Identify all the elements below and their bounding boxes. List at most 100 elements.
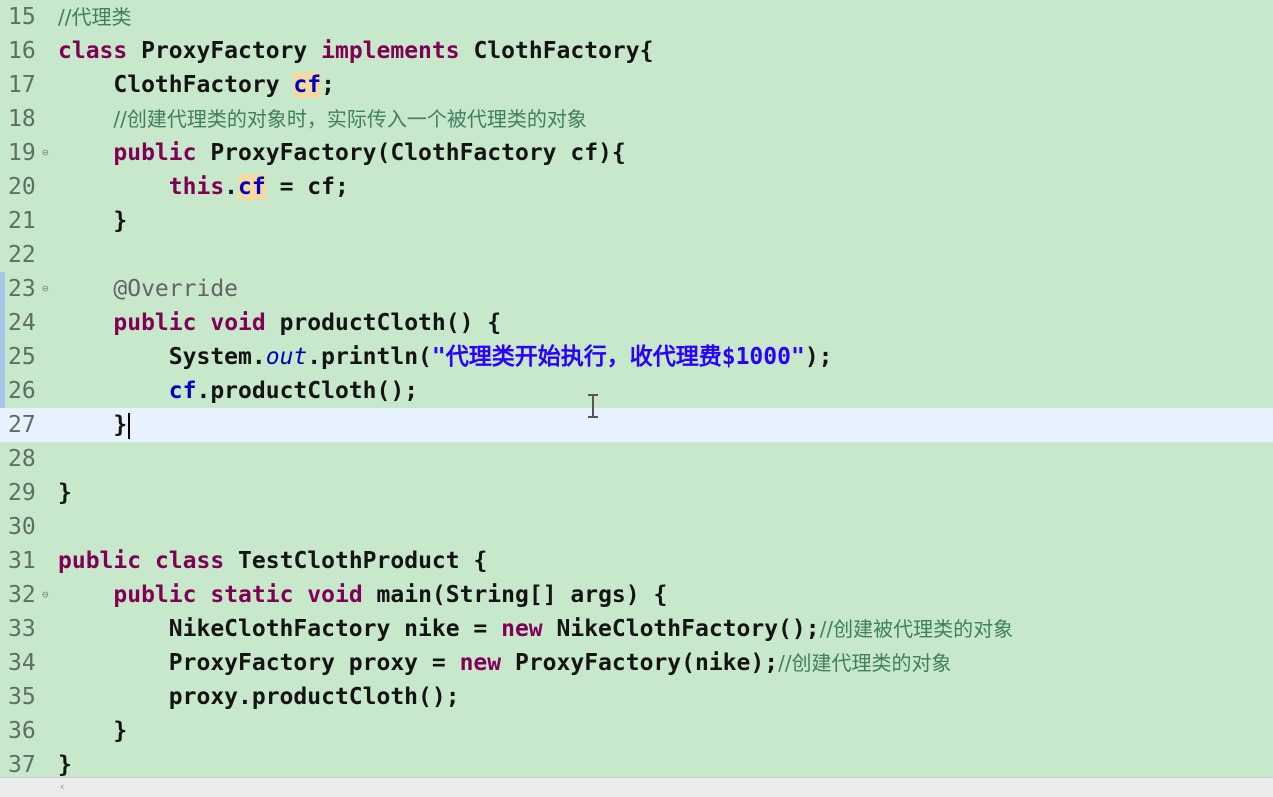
line-number: 35: [8, 684, 36, 710]
line-number: 15: [8, 4, 36, 30]
code-token: out: [265, 344, 308, 370]
line-number: 22: [8, 242, 36, 268]
code-token: implements: [321, 38, 460, 64]
code-token: productCloth() {: [265, 310, 502, 336]
code-token: [141, 548, 155, 574]
code-token: cf: [238, 174, 266, 200]
code-text: public void productCloth() {: [58, 306, 501, 340]
code-token: NikeClothFactory();: [542, 616, 820, 642]
code-line[interactable]: 28: [0, 442, 1273, 476]
code-line[interactable]: 32 ⊖ public static void main(String[] arg…: [0, 578, 1273, 612]
fold-gutter: [42, 442, 54, 476]
code-token: //创建代理类的对象时，实际传入一个被代理类的对象: [113, 107, 587, 131]
fold-toggle-icon[interactable]: ⊖: [42, 588, 49, 601]
code-line[interactable]: 35 proxy.productCloth();: [0, 680, 1273, 714]
code-token: = cf;: [265, 174, 349, 200]
ruler-marker: [0, 272, 5, 306]
fold-gutter: [42, 544, 54, 578]
code-token: cf: [168, 378, 197, 404]
fold-gutter: [42, 238, 54, 272]
fold-toggle-icon[interactable]: ⊖: [42, 146, 49, 159]
code-line[interactable]: 25 System.out.println("代理类开始执行，收代理费$1000…: [0, 340, 1273, 374]
code-line[interactable]: 23⊖ @Override: [0, 272, 1273, 306]
code-line[interactable]: 18 //创建代理类的对象时，实际传入一个被代理类的对象: [0, 102, 1273, 136]
code-token: .: [224, 174, 239, 200]
code-text: @Override: [58, 272, 238, 306]
code-text: NikeClothFactory nike = new NikeClothFac…: [58, 612, 1013, 646]
code-token: .println(: [307, 344, 432, 370]
code-line[interactable]: 33 NikeClothFactory nike = new NikeCloth…: [0, 612, 1273, 646]
code-token: [293, 582, 307, 608]
fold-gutter: [42, 340, 54, 374]
code-text: }: [58, 748, 72, 782]
code-line[interactable]: 37}: [0, 748, 1273, 782]
line-number: 20: [8, 174, 36, 200]
code-token: ;: [321, 72, 335, 98]
code-token: ClothFactory: [58, 72, 294, 98]
code-token: new: [501, 616, 543, 642]
code-line[interactable]: 24 public void productCloth() {: [0, 306, 1273, 340]
code-token: [58, 174, 169, 200]
line-number: 27: [8, 412, 36, 438]
code-token: static: [210, 582, 294, 608]
code-token: "代理类开始执行，收代理费$1000": [431, 344, 805, 370]
line-number: 25: [8, 344, 36, 370]
code-token: [58, 310, 113, 336]
line-number: 32: [8, 582, 36, 608]
code-token: ProxyFactory: [127, 38, 322, 64]
code-line[interactable]: 20 this.cf = cf;: [0, 170, 1273, 204]
line-number: 28: [8, 446, 36, 472]
code-token: [58, 378, 169, 404]
fold-gutter: [42, 306, 54, 340]
code-line[interactable]: 15 //代理类: [0, 0, 1273, 34]
code-text: }: [58, 204, 127, 238]
code-token: }: [58, 208, 128, 234]
code-text: public class TestClothProduct {: [58, 544, 487, 578]
line-number: 26: [8, 378, 36, 404]
code-line[interactable]: 36 }: [0, 714, 1273, 748]
code-line[interactable]: 17 ClothFactory cf;: [0, 68, 1273, 102]
code-line[interactable]: 30: [0, 510, 1273, 544]
code-text: public static void main(String[] args) {: [58, 578, 667, 612]
code-token: class: [154, 548, 225, 574]
code-token: public: [58, 548, 142, 574]
code-line[interactable]: 34 ProxyFactory proxy = new ProxyFactory…: [0, 646, 1273, 680]
code-token: //代理类: [58, 5, 132, 29]
code-token: ProxyFactory(ClothFactory cf){: [196, 140, 626, 166]
code-token: proxy.productCloth();: [58, 684, 460, 710]
fold-gutter: [42, 612, 54, 646]
line-number: 34: [8, 650, 36, 676]
code-token: NikeClothFactory nike =: [58, 616, 502, 642]
code-line[interactable]: 27 }: [0, 408, 1273, 442]
code-token: public: [113, 582, 197, 608]
ruler-marker: [0, 306, 5, 408]
code-token: ProxyFactory(nike);: [501, 650, 779, 676]
code-text: public ProxyFactory(ClothFactory cf){: [58, 136, 626, 170]
fold-gutter: [42, 68, 54, 102]
code-text: }: [58, 476, 72, 510]
horizontal-scrollbar[interactable]: ‹: [0, 777, 1273, 797]
code-text: proxy.productCloth();: [58, 680, 460, 714]
code-line[interactable]: 21 }: [0, 204, 1273, 238]
fold-gutter: [42, 680, 54, 714]
code-line[interactable]: 19⊖ public ProxyFactory(ClothFactory cf)…: [0, 136, 1273, 170]
code-text: System.out.println("代理类开始执行，收代理费$1000");: [58, 340, 833, 374]
line-number: 18: [8, 106, 36, 132]
code-line[interactable]: 22: [0, 238, 1273, 272]
fold-toggle-icon[interactable]: ⊖: [42, 282, 49, 295]
code-token: }: [58, 752, 72, 778]
code-line[interactable]: 29}: [0, 476, 1273, 510]
code-token: [196, 582, 210, 608]
line-number: 17: [8, 72, 36, 98]
code-token: [58, 106, 113, 132]
code-token: void: [210, 310, 266, 336]
line-number: 24: [8, 310, 36, 336]
code-text: ClothFactory cf;: [58, 68, 335, 102]
scroll-left-arrow-icon[interactable]: ‹: [60, 780, 65, 793]
code-line[interactable]: 26 cf.productCloth();: [0, 374, 1273, 408]
code-token: cf: [293, 72, 322, 98]
code-token: this: [168, 174, 225, 200]
